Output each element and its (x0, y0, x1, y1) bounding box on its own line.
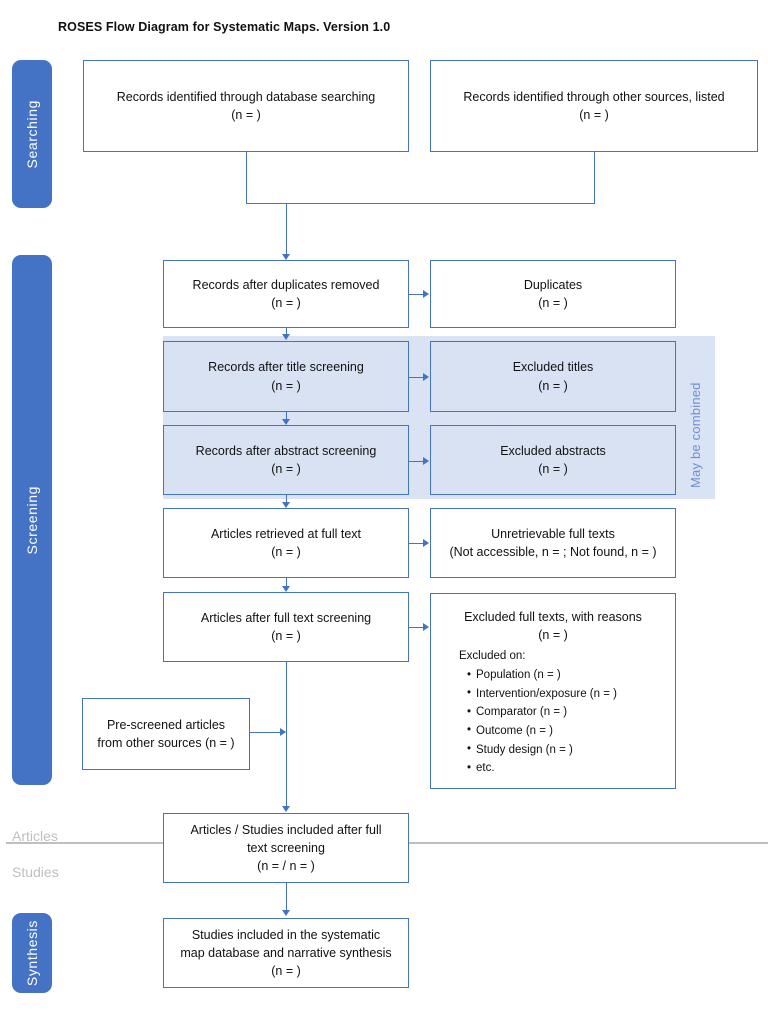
box-line-1: Unretrievable full texts (491, 526, 615, 541)
box-line-2: (n = ) (271, 545, 301, 559)
box-articles-studies-included: Articles / Studies included after full t… (163, 813, 409, 883)
box-pre-screened-articles: Pre-screened articles from other sources… (82, 698, 250, 770)
list-item: Population (n = ) (467, 666, 617, 685)
box-line-2: (n = ) (579, 108, 609, 122)
box-records-after-duplicates: Records after duplicates removed (n = ) (163, 260, 409, 328)
may-be-combined-label: May be combined (688, 382, 703, 488)
arrow-down-icon (282, 334, 290, 340)
connector-abstract-to-retrieved (286, 495, 287, 502)
stage-bar-screening: Screening (12, 255, 52, 785)
box-line-1: Excluded abstracts (500, 443, 606, 458)
arrow-right-icon (423, 457, 429, 465)
stage-bar-searching: Searching (12, 60, 52, 208)
box-line-2: map database and narrative synthesis (180, 945, 392, 960)
box-line-1: Records after duplicates removed (192, 277, 380, 292)
connector-duplicates-right (409, 294, 424, 295)
box-line-2: (Not accessible, n = ; Not found, n = ) (449, 545, 657, 559)
connector-dup-to-title (286, 328, 287, 334)
arrow-down-icon (282, 502, 290, 508)
connector-db-down (246, 152, 247, 204)
connector-merge-horizontal (246, 203, 595, 204)
exclusion-reasons-list: Excluded on: Population (n = ) Intervent… (437, 648, 669, 778)
stage-label-articles: Articles (12, 828, 58, 844)
box-line-1: Articles / Studies included after full (190, 822, 382, 837)
box-records-after-title-screening: Records after title screening (n = ) (163, 341, 409, 412)
box-excluded-abstracts: Excluded abstracts (n = ) (430, 425, 676, 495)
arrow-down-icon (282, 419, 290, 425)
list-item: Intervention/exposure (n = ) (467, 684, 617, 704)
box-line-2: (n = ) (231, 108, 261, 122)
arrow-right-icon (280, 728, 286, 736)
stage-label-screening: Screening (24, 485, 40, 555)
box-line-1: Studies included in the systematic (191, 927, 381, 942)
box-line-1: Records after abstract screening (195, 443, 377, 458)
box-line-3: (n = / n = ) (257, 859, 315, 874)
list-item: Outcome (n = ) (467, 721, 617, 741)
box-duplicates: Duplicates (n = ) (430, 260, 676, 328)
connector-included-to-synthesis (286, 883, 287, 911)
box-studies-included-synthesis: Studies included in the systematic map d… (163, 918, 409, 988)
box-line-1: Records identified through other sources… (463, 89, 725, 104)
box-records-after-abstract-screening: Records after abstract screening (n = ) (163, 425, 409, 495)
box-line-1: Pre-screened articles (106, 717, 226, 732)
arrow-right-icon (423, 373, 429, 381)
box-line-1: Duplicates (523, 277, 583, 292)
arrow-down-icon (282, 806, 290, 812)
stage-label-synthesis: Synthesis (24, 919, 40, 987)
connector-pre-screened-right (250, 732, 282, 733)
arrow-right-icon (423, 290, 429, 298)
list-item: Comparator (n = ) (467, 703, 617, 722)
connector-merge-down (286, 203, 287, 254)
box-line-2: (n = ) (538, 296, 568, 310)
stage-label-studies: Studies (12, 864, 59, 880)
arrow-right-icon (423, 539, 429, 547)
box-line-1: Records identified through database sear… (116, 89, 376, 104)
connector-unretrievable-right (409, 543, 424, 544)
arrow-down-icon (282, 586, 290, 592)
arrow-right-icon (423, 623, 429, 631)
connector-excluded-full-texts-right (409, 627, 424, 628)
box-line-1: Records after title screening (208, 360, 364, 375)
box-line-3: (n = ) (271, 964, 301, 979)
box-line-2: (n = ) (538, 462, 568, 476)
box-unretrievable-full-texts: Unretrievable full texts (Not accessible… (430, 508, 676, 578)
connector-other-down (594, 152, 595, 204)
box-line-1: Articles retrieved at full text (210, 526, 362, 541)
box-line-2: (n = ) (538, 378, 568, 393)
box-line-2: (n = ) (538, 628, 568, 643)
list-item: etc. (467, 759, 617, 778)
box-line-2: (n = ) (271, 629, 301, 643)
stage-label-searching: Searching (24, 99, 40, 169)
box-records-other-sources: Records identified through other sources… (430, 60, 758, 152)
connector-trunk-to-included (286, 662, 287, 809)
box-line-1: Excluded titles (512, 360, 594, 375)
box-records-database-searching: Records identified through database sear… (83, 60, 409, 152)
connector-excluded-abstracts-right (409, 461, 424, 462)
arrow-down-icon (282, 910, 290, 916)
box-line-2: (n = ) (271, 462, 301, 476)
arrow-down-icon (282, 254, 290, 260)
box-excluded-titles: Excluded titles (n = ) (430, 341, 676, 412)
box-line-2: (n = ) (271, 378, 301, 393)
box-articles-retrieved-full-text: Articles retrieved at full text (n = ) (163, 508, 409, 578)
page-title: ROSES Flow Diagram for Systematic Maps. … (58, 20, 391, 34)
stage-bar-synthesis: Synthesis (12, 913, 52, 993)
exclusion-reasons-heading: Excluded on: (459, 650, 526, 663)
box-line-2: text screening (247, 840, 325, 855)
box-excluded-full-texts: Excluded full texts, with reasons (n = )… (430, 593, 676, 789)
box-line-2: from other sources (n = ) (97, 736, 235, 750)
box-articles-after-full-text-screening: Articles after full text screening (n = … (163, 592, 409, 662)
connector-retrieved-to-screened (286, 578, 287, 586)
box-line-1: Excluded full texts, with reasons (464, 610, 642, 624)
connector-title-to-abstract (286, 412, 287, 419)
box-line-2: (n = ) (271, 296, 301, 310)
list-item: Study design (n = ) (467, 740, 617, 760)
box-line-1: Articles after full text screening (200, 610, 372, 625)
connector-excluded-titles-right (409, 377, 424, 378)
